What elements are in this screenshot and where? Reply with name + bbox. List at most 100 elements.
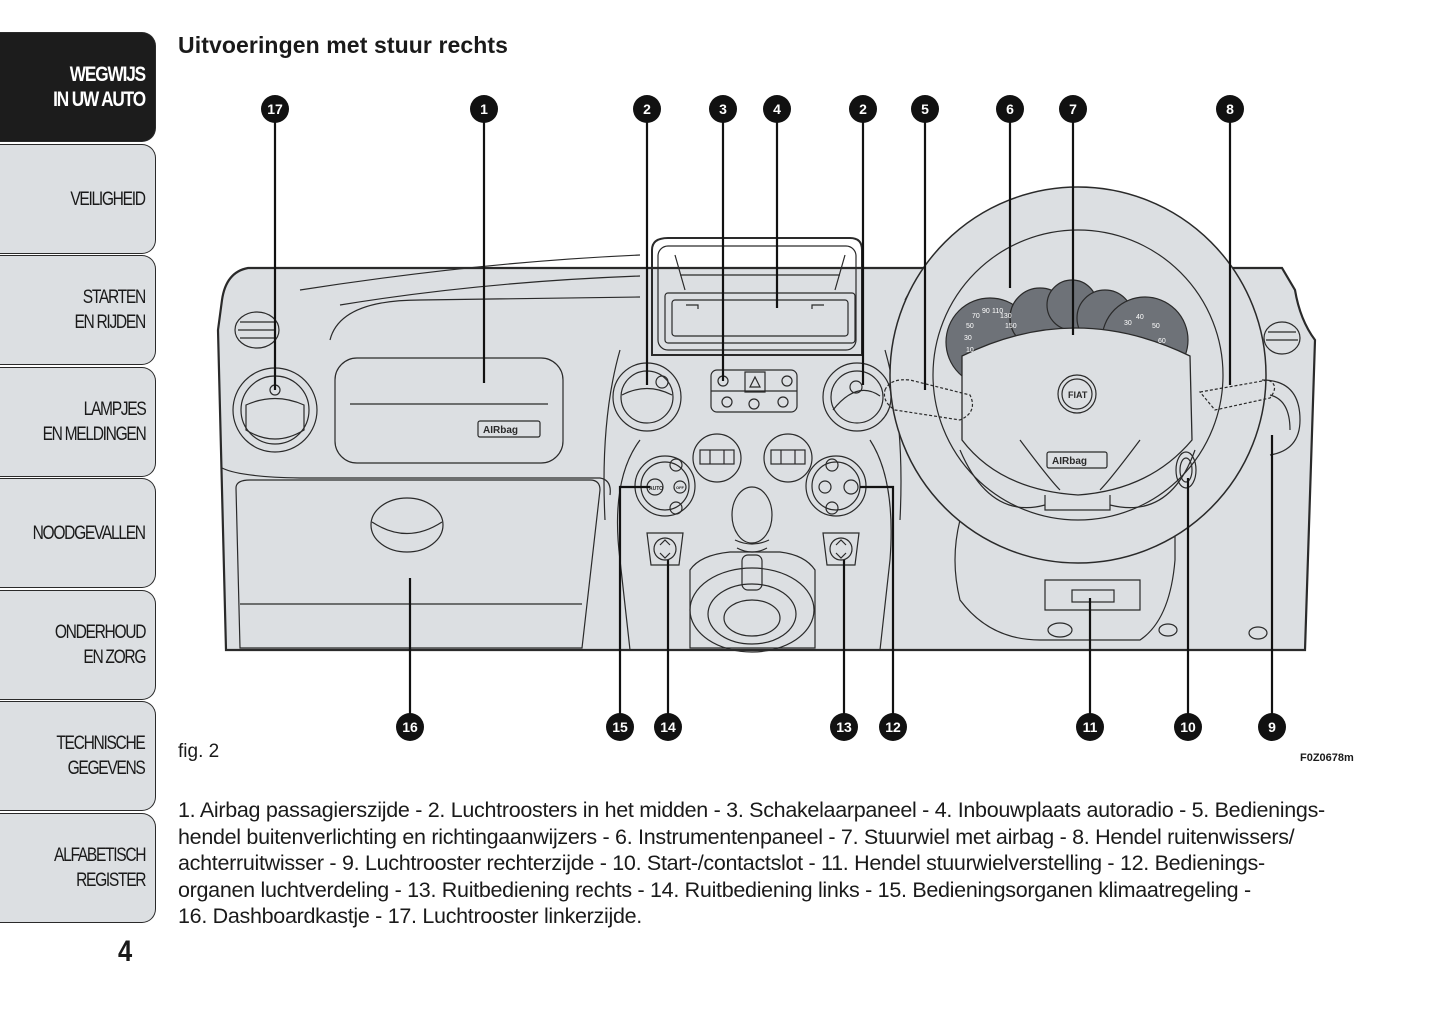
off-button-label: OFF: [676, 485, 685, 490]
callout-16: 16: [396, 713, 424, 741]
callout-number: 4: [773, 101, 781, 117]
callout-13: 13: [830, 713, 858, 741]
dashboard-figure: 10 30 50 70 90 110 130 150 30 40 50 60 A…: [170, 85, 1370, 745]
speedo-tick: 50: [966, 323, 974, 330]
callouts-top: 17 1 2 3 4 2 5 6 7 8: [261, 95, 1244, 123]
tab-label: TECHNISCHE GEGEVENS: [56, 733, 146, 779]
speedo-tick: 70: [972, 313, 980, 320]
callout-15: 15: [606, 713, 634, 741]
speedo-tick: 30: [964, 335, 972, 342]
tab-noodgevallen[interactable]: NOODGEVALLEN: [0, 478, 156, 588]
tacho-tick: 50: [1152, 323, 1160, 330]
legend-line: hendel buitenverlichting en richtingaanw…: [178, 824, 1295, 849]
callout-7: 7: [1059, 95, 1087, 123]
tab-label: ONDERHOUD EN ZORG: [54, 622, 147, 668]
callout-number: 12: [885, 719, 901, 735]
right-round-vent: [1261, 379, 1301, 456]
tab-starten-en-rijden[interactable]: STARTEN EN RIJDEN: [0, 255, 156, 365]
callout-number: 2: [859, 101, 867, 117]
callout-1: 1: [470, 95, 498, 123]
speedo-tick: 130: [1000, 313, 1012, 320]
tab-wegwijs-in-uw-auto[interactable]: WEGWIJS IN UW AUTO: [0, 32, 156, 142]
right-side-vent-grille: [1263, 321, 1301, 355]
tacho-tick: 30: [1124, 320, 1132, 327]
speedo-tick: 150: [1005, 323, 1017, 330]
speedo-tick: 110: [992, 308, 1003, 315]
tab-label: LAMPJES EN MELDINGEN: [42, 399, 146, 445]
glovebox: [235, 479, 601, 649]
callout-4: 4: [763, 95, 791, 123]
fiat-logo: [1057, 374, 1097, 414]
callout-number: 16: [402, 719, 418, 735]
lighting-stalk: [883, 379, 973, 421]
tab-label: ALFABETISCH REGISTER: [53, 845, 147, 891]
callout-number: 3: [719, 101, 727, 117]
gear-knob: [731, 486, 773, 544]
legend-line: achterruitwisser - 9. Luchtrooster recht…: [178, 851, 1265, 875]
callout-number: 2: [643, 101, 651, 117]
callout-leaders: [273, 118, 1274, 715]
radio-slot: [664, 292, 856, 344]
speedo-tick: 10: [966, 347, 974, 354]
callout-17: 17: [261, 95, 289, 123]
tab-label: STARTEN EN RIJDEN: [74, 287, 147, 333]
airbag-badge: [477, 420, 541, 438]
callout-10: 10: [1174, 713, 1202, 741]
page-number: 4: [118, 935, 133, 968]
callout-5: 5: [911, 95, 939, 123]
callout-14: 14: [654, 713, 682, 741]
steering-airbag-label: AIRbag: [1052, 456, 1087, 467]
callout-number: 11: [1083, 719, 1098, 735]
callout-number: 5: [921, 101, 929, 117]
callout-number: 17: [267, 101, 283, 117]
figure-caption: fig. 2: [178, 741, 220, 762]
callout-2-right: 2: [849, 95, 877, 123]
tab-technische-gegevens[interactable]: TECHNISCHE GEGEVENS: [0, 701, 156, 811]
legend-line: 16. Dashboardkastje - 17. Luchtrooster l…: [178, 904, 642, 928]
section-title: Uitvoeringen met stuur rechts: [178, 32, 509, 58]
hazard-button: [744, 371, 766, 393]
steering-wheel-hub: [961, 327, 1193, 496]
tab-onderhoud-en-zorg[interactable]: ONDERHOUD EN ZORG: [0, 590, 156, 700]
figure-legend: 1. Airbag passagierszijde - 2. Luchtroos…: [178, 797, 1358, 930]
tab-lampjes-en-meldingen[interactable]: LAMPJES EN MELDINGEN: [0, 367, 156, 477]
speedo-tick: 90: [982, 308, 990, 315]
window-switch-right: [822, 532, 860, 566]
wiper-stalk: [1198, 379, 1276, 411]
fiat-logo-label: FIAT: [1068, 390, 1088, 400]
tab-label: NOODGEVALLEN: [32, 522, 146, 544]
callout-number: 14: [660, 719, 676, 735]
window-switch-left: [646, 532, 684, 566]
left-side-vent-grille: [234, 311, 280, 349]
callout-8: 8: [1216, 95, 1244, 123]
ignition-switch: [1175, 451, 1197, 489]
tab-label: VEILIGHEID: [70, 188, 147, 210]
legend-line: organen luchtverdeling - 13. Ruitbedieni…: [178, 877, 1251, 902]
tab-veiligheid[interactable]: VEILIGHEID: [0, 144, 156, 254]
tab-alfabetisch-register[interactable]: ALFABETISCH REGISTER: [0, 813, 156, 923]
passenger-airbag-panel: [334, 357, 564, 464]
callouts-bottom: 16 15 14 13 12 11 10 9: [396, 713, 1286, 741]
legend-line: 1. Airbag passagierszijde - 2. Luchtroos…: [178, 798, 1325, 822]
callout-9: 9: [1258, 713, 1286, 741]
figure-code: F0Z0678m: [1300, 752, 1354, 764]
callout-12: 12: [879, 713, 907, 741]
callout-number: 8: [1226, 101, 1234, 117]
callout-11: 11: [1076, 713, 1104, 741]
callout-number: 1: [480, 101, 488, 117]
callout-number: 10: [1180, 719, 1196, 735]
glovebox-handle: [370, 497, 444, 553]
callout-number: 15: [612, 719, 628, 735]
callout-number: 6: [1006, 101, 1014, 117]
callout-3: 3: [709, 95, 737, 123]
callout-number: 9: [1268, 719, 1276, 735]
callout-number: 7: [1069, 101, 1077, 117]
steering-airbag-badge: [1046, 451, 1108, 469]
tab-label: WEGWIJS IN UW AUTO: [53, 63, 146, 111]
airbag-badge-label: AIRbag: [483, 425, 518, 436]
callout-6: 6: [996, 95, 1024, 123]
callout-number: 13: [836, 719, 852, 735]
tacho-tick: 40: [1136, 314, 1144, 321]
dashboard-illustration: 10 30 50 70 90 110 130 150 30 40 50 60 A…: [216, 95, 1317, 741]
tacho-tick: 60: [1158, 338, 1166, 345]
